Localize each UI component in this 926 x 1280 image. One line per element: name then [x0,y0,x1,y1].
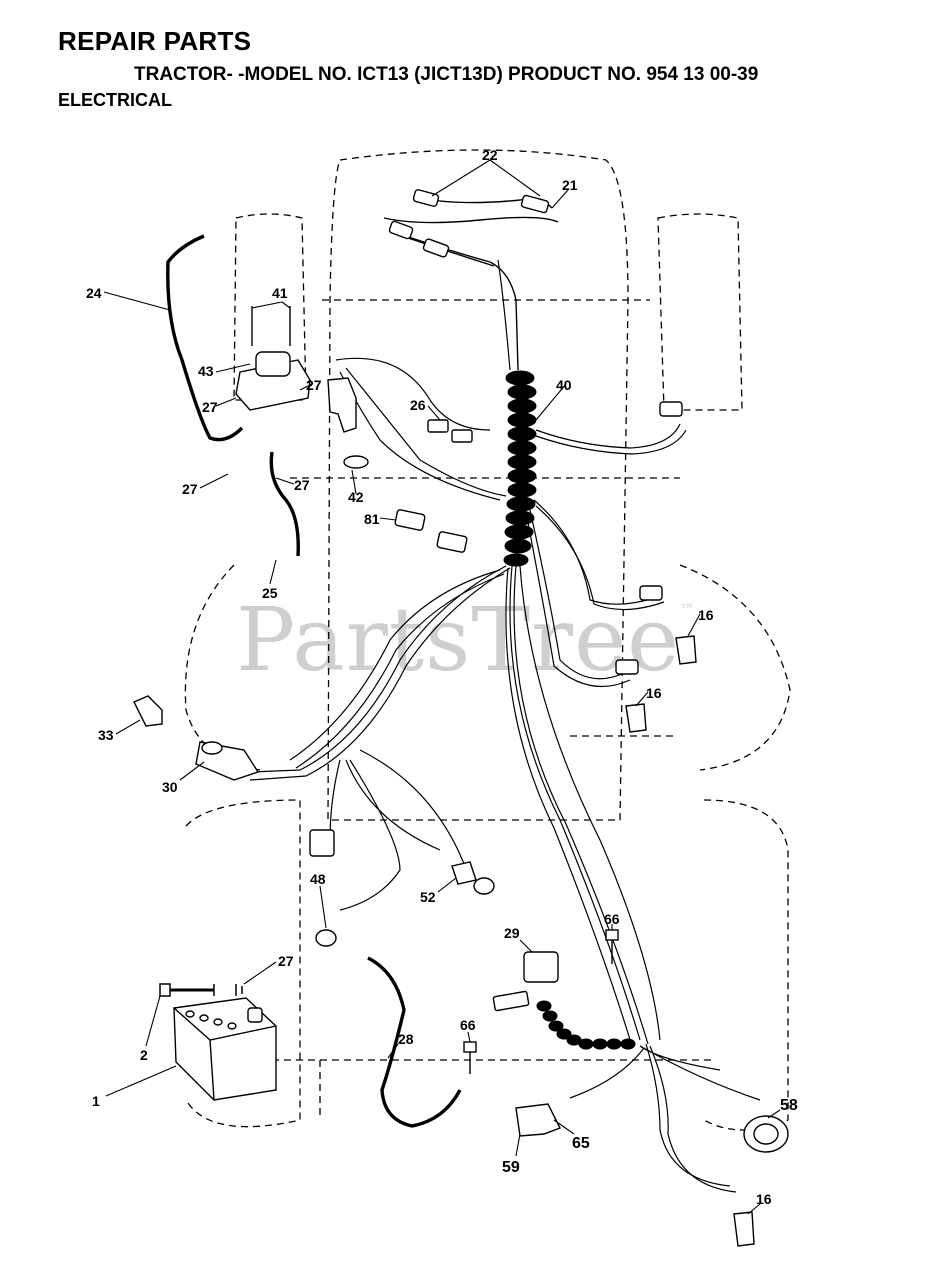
headlight-connectors [388,189,550,258]
watermark-text: PartsTree [236,588,681,691]
callout-59: 59 [502,1159,520,1176]
callout-26: 26 [410,397,426,413]
components [133,306,789,1247]
callout-81: 81 [364,511,380,527]
callout-27-c: 27 [182,481,198,497]
callout-29: 29 [504,925,520,941]
callout-33: 33 [98,727,114,743]
headlight-harness [383,197,559,371]
callout-16-b: 16 [646,685,662,701]
callout-42: 42 [348,489,364,505]
callout-28: 28 [398,1031,414,1047]
coiled-cable [536,1000,636,1050]
tractor-outline [184,149,791,1131]
battery-cables [166,234,462,1128]
callout-27-d: 27 [294,477,310,493]
cable-25 [269,451,300,557]
callout-27-b: 27 [202,399,218,415]
callout-52: 52 [420,889,436,905]
callout-43: 43 [198,363,214,379]
callout-27-e: 27 [278,953,294,969]
callout-40: 40 [556,377,572,393]
cable-28 [367,956,462,1128]
callout-21: 21 [562,177,578,193]
callout-25: 25 [262,585,278,601]
leader-lines [103,159,781,1215]
watermark-tm: ™ [680,602,696,618]
cable-24 [166,234,244,442]
callout-66-b: 66 [460,1017,476,1033]
callout-48: 48 [310,871,326,887]
model-line: TRACTOR- -MODEL NO. ICT13 (JICT13D) PROD… [134,64,759,85]
harness-conduit [503,370,537,567]
callout-66-a: 66 [604,911,620,927]
section-title: ELECTRICAL [58,90,172,110]
callout-30: 30 [162,779,178,795]
callouts: 22 21 24 41 43 27 27 26 40 27 27 42 81 2… [86,147,798,1207]
callout-24: 24 [86,285,102,301]
callout-27-a: 27 [306,377,322,393]
terminal-bolt [159,983,243,997]
callout-16-a: 16 [698,607,714,623]
harness-wires [249,259,761,1193]
callout-2: 2 [140,1047,148,1063]
watermark: PartsTree™ [236,588,695,691]
page-title: REPAIR PARTS [58,26,252,56]
callout-41: 41 [272,285,288,301]
callout-16-c: 16 [756,1191,772,1207]
callout-1: 1 [92,1093,100,1109]
callout-22: 22 [482,147,498,163]
callout-65: 65 [572,1135,590,1152]
callout-58: 58 [780,1097,798,1114]
